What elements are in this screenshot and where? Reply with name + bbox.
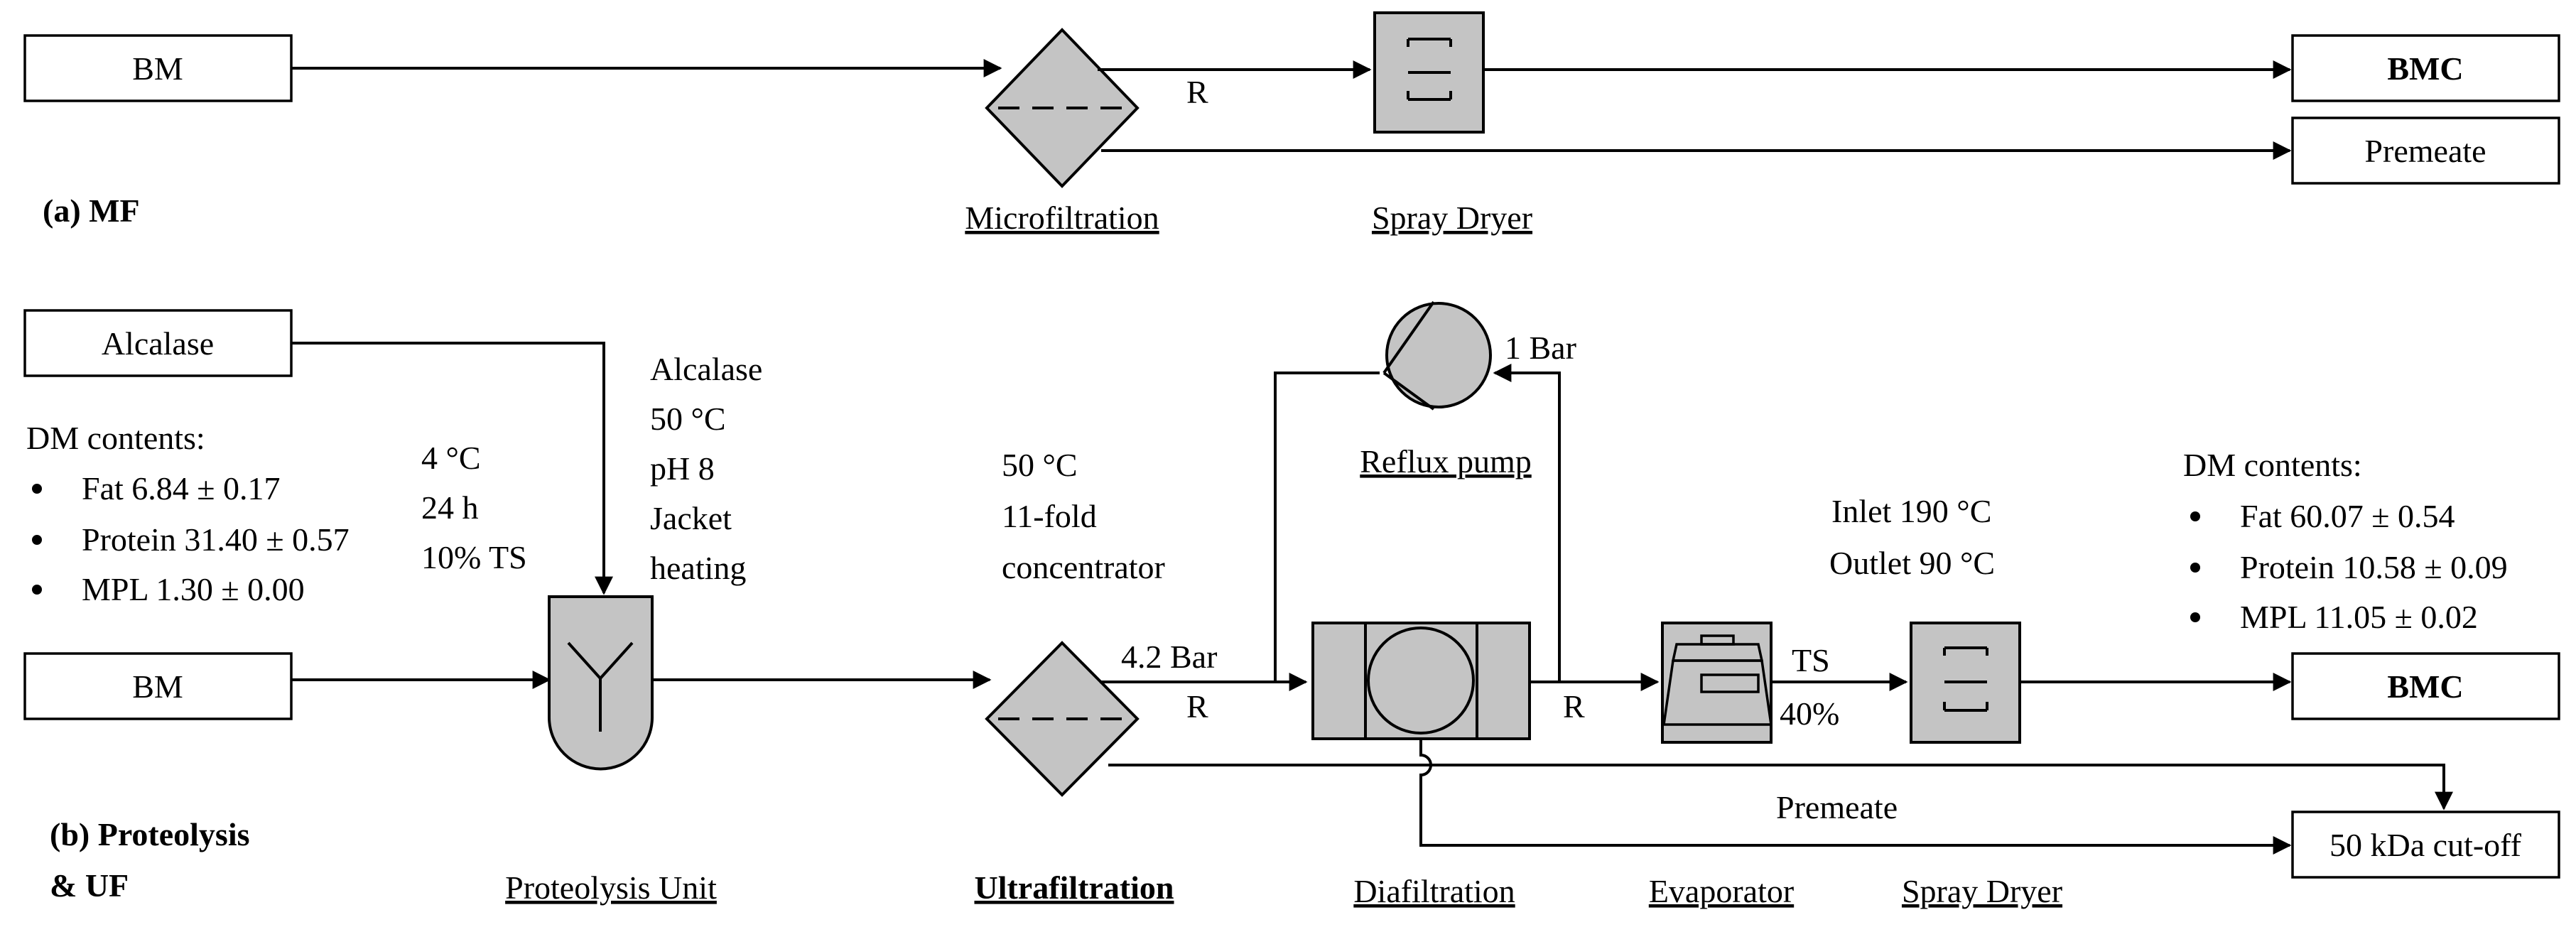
uf-bm-label: BM bbox=[132, 668, 183, 705]
alcalase-feed-arrow bbox=[291, 342, 613, 595]
uf-spray-dryer-label: Spray Dryer bbox=[1902, 873, 2062, 909]
mf-bm-label: BM bbox=[132, 50, 183, 87]
reflux-pump-label: Reflux pump bbox=[1360, 443, 1531, 479]
mf-bmc-label: BMC bbox=[2387, 50, 2463, 87]
uf-section-label-line2: & UF bbox=[50, 867, 129, 904]
uf-pressure-label: 4.2 Bar bbox=[1121, 639, 1217, 675]
diafiltration-unit bbox=[1311, 622, 1531, 740]
evaporator-label: Evaporator bbox=[1649, 873, 1794, 909]
dm-output-fat: Fat 60.07 ± 0.54 bbox=[2240, 498, 2455, 534]
section-mf: BM R BMC bbox=[23, 11, 2560, 236]
ultrafiltration-label: Ultrafiltration bbox=[974, 869, 1174, 906]
microfiltration-label: Microfiltration bbox=[965, 200, 1159, 236]
proteolysis-ph: pH 8 bbox=[650, 450, 715, 487]
uf-temp: 50 °C bbox=[1002, 447, 1078, 483]
dm-output-mpl: MPL 11.05 ± 0.02 bbox=[2240, 599, 2478, 635]
section-uf: Alcalase DM contents: Fat 6.84 ± 0.17 Pr… bbox=[23, 300, 2560, 909]
dm-input-contents: DM contents: Fat 6.84 ± 0.17 Protein 31.… bbox=[26, 420, 350, 607]
storage-ts: 10% TS bbox=[421, 539, 527, 575]
dryer-outlet-temp: Outlet 90 °C bbox=[1829, 545, 1995, 581]
diafiltration-label: Diafiltration bbox=[1353, 873, 1515, 909]
uf-bm-input-box: BM bbox=[23, 652, 293, 720]
mf-permeate-label: Premeate bbox=[2364, 133, 2486, 169]
uf-bmc-label: BMC bbox=[2387, 668, 2463, 705]
microfiltration-unit bbox=[985, 28, 1140, 188]
mf-bm-input-box: BM bbox=[23, 34, 293, 102]
dm-input-mpl: MPL 1.30 ± 0.00 bbox=[82, 571, 305, 607]
reflux-pump-unit bbox=[1382, 300, 1492, 411]
uf-retentate-label: R bbox=[1186, 688, 1208, 725]
dm-input-title: DM contents: bbox=[26, 420, 205, 456]
proteolysis-jacket: Jacket bbox=[650, 500, 732, 536]
ts-label: TS bbox=[1792, 642, 1830, 678]
proteolysis-unit-label: Proteolysis Unit bbox=[505, 869, 717, 906]
dryer-inlet-temp: Inlet 190 °C bbox=[1831, 493, 1991, 529]
uf-fold: 11-fold bbox=[1002, 498, 1097, 534]
ultrafiltration-unit bbox=[985, 641, 1140, 797]
storage-temp: 4 °C bbox=[421, 440, 481, 476]
uf-permeate-arrow bbox=[1108, 764, 2453, 811]
evaporator-unit bbox=[1661, 622, 1773, 744]
uf-concentrator: concentrator bbox=[1002, 549, 1165, 585]
dm-output-protein: Protein 10.58 ± 0.09 bbox=[2240, 549, 2508, 585]
dm-output-contents: DM contents: Fat 60.07 ± 0.54 Protein 10… bbox=[2183, 447, 2508, 635]
mf-retentate-label: R bbox=[1186, 74, 1208, 110]
alcalase-input-box: Alcalase bbox=[23, 309, 293, 377]
uf-bmc-output-box: BMC bbox=[2291, 652, 2560, 720]
dm-input-fat: Fat 6.84 ± 0.17 bbox=[82, 470, 281, 506]
cutoff-output-box: 50 kDa cut-off bbox=[2291, 811, 2560, 879]
storage-conditions: 4 °C 24 h 10% TS bbox=[421, 440, 527, 575]
dm-output-title: DM contents: bbox=[2183, 447, 2362, 483]
cutoff-label: 50 kDa cut-off bbox=[2329, 827, 2522, 863]
proteolysis-enzyme: Alcalase bbox=[650, 351, 762, 387]
alcalase-box-label: Alcalase bbox=[102, 325, 214, 362]
uf-conditions: 50 °C 11-fold concentrator bbox=[1002, 447, 1165, 585]
mf-section-label: (a) MF bbox=[43, 193, 140, 229]
reflux-return-arrow bbox=[1493, 364, 1561, 682]
uf-permeate-label: Premeate bbox=[1776, 789, 1898, 825]
df-permeate-arrow bbox=[1419, 739, 2292, 855]
uf-spray-dryer-unit bbox=[1910, 622, 2021, 744]
df-retentate-label: R bbox=[1563, 688, 1585, 725]
proteolysis-conditions: Alcalase 50 °C pH 8 Jacket heating bbox=[650, 351, 762, 586]
proteolysis-heating: heating bbox=[650, 550, 746, 586]
proteolysis-unit bbox=[548, 595, 654, 771]
pump-pressure-label: 1 Bar bbox=[1505, 330, 1576, 366]
uf-section-label-line1: (b) Proteolysis bbox=[50, 816, 250, 852]
mf-spray-dryer-label: Spray Dryer bbox=[1372, 200, 1532, 236]
mf-bmc-output-box: BMC bbox=[2291, 34, 2560, 102]
storage-time: 24 h bbox=[421, 489, 479, 526]
dm-input-protein: Protein 31.40 ± 0.57 bbox=[82, 521, 350, 558]
proteolysis-temp: 50 °C bbox=[650, 401, 726, 437]
reflux-loop-left bbox=[1274, 372, 1380, 682]
mf-spray-dryer-unit bbox=[1373, 11, 1485, 134]
mf-permeate-output-box: Premeate bbox=[2291, 116, 2560, 185]
ts-value: 40% bbox=[1780, 695, 1839, 732]
